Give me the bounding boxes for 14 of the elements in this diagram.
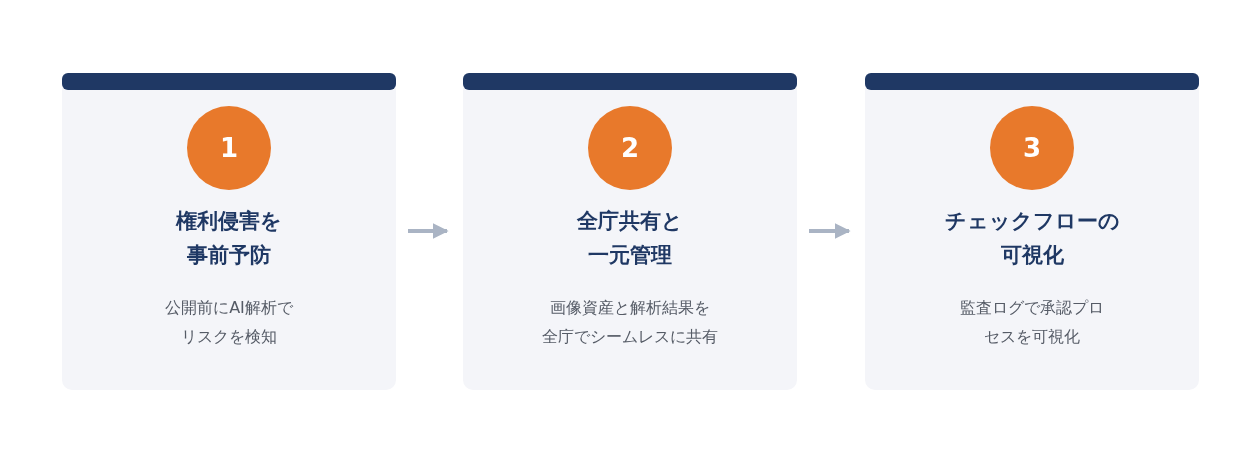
step-number-circle: 3 [990, 106, 1074, 190]
step-title: チェックフローの可視化 [943, 208, 1121, 269]
arrow [809, 223, 851, 239]
step-card [62, 73, 396, 390]
step-description: 画像資産と解析結果を全庁でシームレスに共有 [541, 297, 719, 348]
step-description: 公開前にAI解析でリスクを検知 [164, 297, 294, 348]
step-title: 全庁共有と一元管理 [576, 208, 684, 269]
arrow [408, 223, 449, 239]
step-title: 権利侵害を事前予防 [174, 208, 283, 269]
step-card [865, 73, 1199, 390]
step-card [463, 73, 797, 390]
step-number-circle: 1 [187, 106, 271, 190]
step-number-circle: 2 [588, 106, 672, 190]
step-description: 監査ログで承認プロセスを可視化 [959, 297, 1105, 348]
